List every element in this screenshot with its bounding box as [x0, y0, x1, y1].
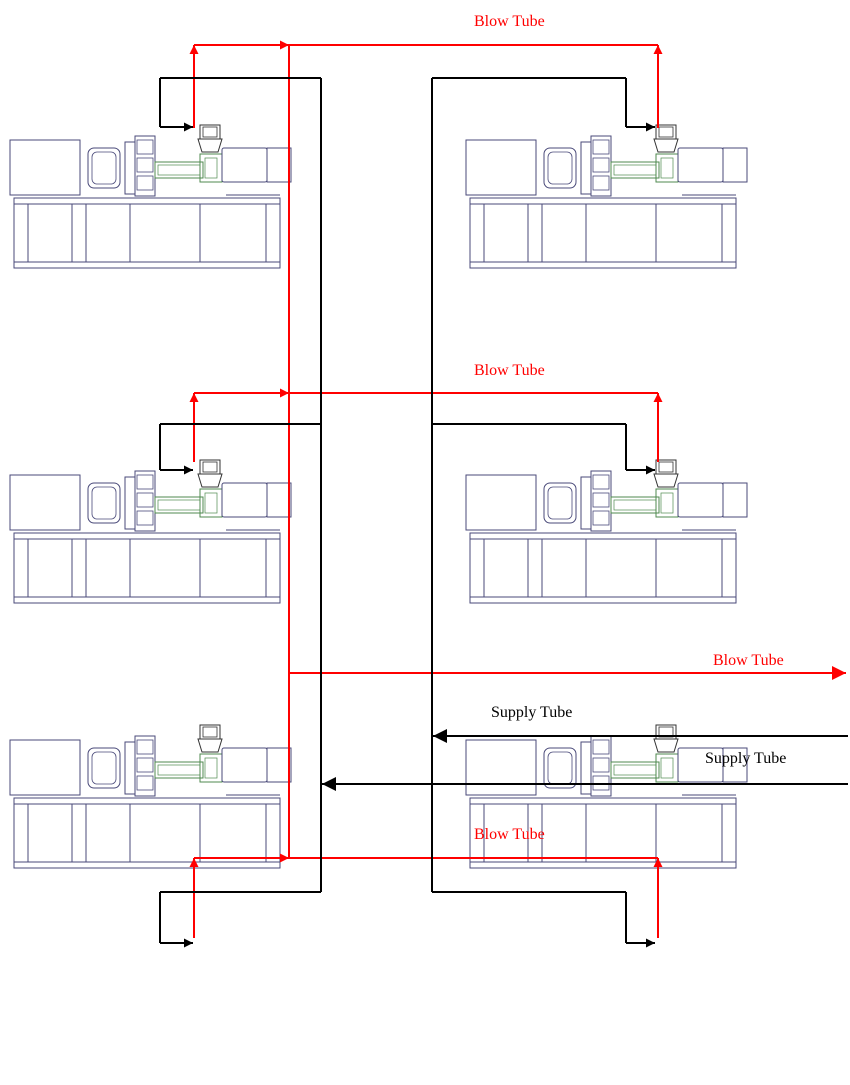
machine-middle-left: [9, 459, 292, 604]
machine-middle-right: [465, 459, 748, 604]
machine-bottom-right: [465, 724, 748, 869]
supply-tube-label-lower: Supply Tube: [705, 750, 787, 767]
blow-tube-label-outlet: Blow Tube: [713, 652, 784, 669]
machine-top-left: [9, 124, 292, 269]
machine-top-right: [465, 124, 748, 269]
supply-tube-network: [159, 77, 848, 948]
blow-tube-label-middle: Blow Tube: [474, 362, 545, 379]
blow-tube-label-top: Blow Tube: [474, 13, 545, 30]
machine-bottom-left: [9, 724, 292, 869]
blow-tube-network: [189, 40, 846, 938]
supply-tube-label-upper: Supply Tube: [491, 704, 573, 721]
blow-tube-label-bottom: Blow Tube: [474, 826, 545, 843]
